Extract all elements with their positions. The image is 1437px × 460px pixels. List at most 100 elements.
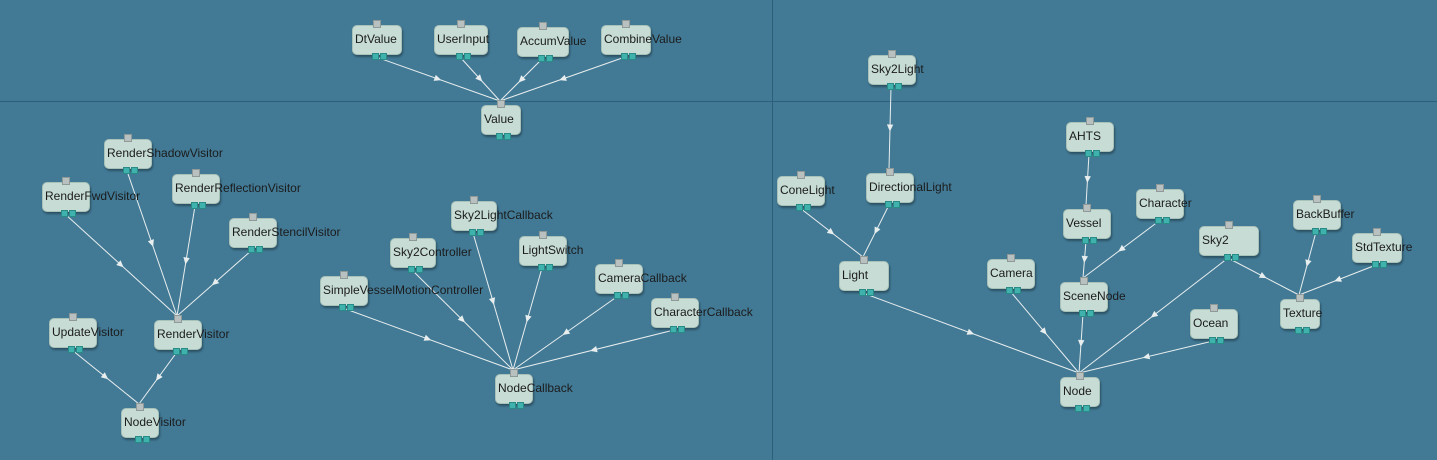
output-pin[interactable] [804, 204, 811, 211]
output-pin[interactable] [1014, 287, 1021, 294]
output-pin[interactable] [199, 202, 206, 209]
node-simple-vessel-motion-controller[interactable]: SimpleVesselMotionController [320, 271, 483, 311]
output-pin[interactable] [496, 133, 503, 140]
output-pin[interactable] [76, 346, 83, 353]
node-light[interactable]: Light [839, 256, 889, 296]
node-camera-callback[interactable]: CameraCallback [595, 259, 687, 299]
node-combine-value[interactable]: CombineValue [601, 20, 682, 60]
node-update-visitor[interactable]: UpdateVisitor [49, 313, 124, 353]
node-character-callback[interactable]: CharacterCallback [651, 293, 753, 333]
output-pin[interactable] [629, 53, 636, 60]
output-pin[interactable] [893, 201, 900, 208]
output-pin[interactable] [1079, 310, 1086, 317]
node-node[interactable]: Node [1060, 372, 1100, 412]
node-node-visitor[interactable]: NodeVisitor [121, 403, 186, 443]
node-cone-light[interactable]: ConeLight [777, 171, 835, 211]
node-value[interactable]: Value [481, 100, 521, 140]
output-pin[interactable] [339, 304, 346, 311]
output-pin[interactable] [1320, 228, 1327, 235]
output-pin[interactable] [69, 210, 76, 217]
input-pin[interactable] [1083, 204, 1091, 212]
input-pin[interactable] [249, 213, 257, 221]
output-pin[interactable] [887, 83, 894, 90]
output-pin[interactable] [61, 210, 68, 217]
output-pin[interactable] [670, 326, 677, 333]
input-pin[interactable] [1080, 277, 1088, 285]
output-pin[interactable] [1295, 327, 1302, 334]
output-pin[interactable] [1372, 261, 1379, 268]
input-pin[interactable] [797, 171, 805, 179]
node-render-fwd-visitor[interactable]: RenderFwdVisitor [42, 177, 140, 217]
node-directional-light[interactable]: DirectionalLight [866, 168, 952, 208]
output-pin[interactable] [248, 246, 255, 253]
output-pin[interactable] [1090, 237, 1097, 244]
output-pin[interactable] [1006, 287, 1013, 294]
node-texture[interactable]: Texture [1280, 294, 1322, 334]
output-pin[interactable] [347, 304, 354, 311]
output-pin[interactable] [678, 326, 685, 333]
output-pin[interactable] [135, 436, 142, 443]
output-pin[interactable] [1303, 327, 1310, 334]
output-pin[interactable] [1163, 217, 1170, 224]
input-pin[interactable] [888, 50, 896, 58]
input-pin[interactable] [174, 315, 182, 323]
output-pin[interactable] [1093, 150, 1100, 157]
input-pin[interactable] [1086, 117, 1094, 125]
output-pin[interactable] [895, 83, 902, 90]
output-pin[interactable] [372, 53, 379, 60]
output-pin[interactable] [1380, 261, 1387, 268]
output-pin[interactable] [1082, 237, 1089, 244]
node-ocean[interactable]: Ocean [1190, 304, 1238, 344]
node-character[interactable]: Character [1136, 184, 1192, 224]
output-pin[interactable] [546, 264, 553, 271]
node-sky2[interactable]: Sky2 [1199, 221, 1259, 261]
node-vessel[interactable]: Vessel [1063, 204, 1111, 244]
output-pin[interactable] [546, 55, 553, 62]
input-pin[interactable] [69, 313, 77, 321]
input-pin[interactable] [860, 256, 868, 264]
output-pin[interactable] [1087, 310, 1094, 317]
output-pin[interactable] [131, 167, 138, 174]
output-pin[interactable] [1083, 405, 1090, 412]
output-pin[interactable] [143, 436, 150, 443]
output-pin[interactable] [173, 348, 180, 355]
output-pin[interactable] [509, 402, 516, 409]
input-pin[interactable] [62, 177, 70, 185]
output-pin[interactable] [464, 53, 471, 60]
input-pin[interactable] [615, 259, 623, 267]
output-pin[interactable] [123, 167, 130, 174]
input-pin[interactable] [124, 134, 132, 142]
input-pin[interactable] [1210, 304, 1218, 312]
node-ahts[interactable]: AHTS [1066, 117, 1114, 157]
output-pin[interactable] [181, 348, 188, 355]
input-pin[interactable] [340, 271, 348, 279]
node-render-stencil-visitor[interactable]: RenderStencilVisitor [229, 213, 341, 253]
input-pin[interactable] [539, 22, 547, 30]
output-pin[interactable] [1209, 337, 1216, 344]
output-pin[interactable] [1155, 217, 1162, 224]
node-accum-value[interactable]: AccumValue [517, 22, 586, 62]
output-pin[interactable] [517, 402, 524, 409]
output-pin[interactable] [191, 202, 198, 209]
input-pin[interactable] [373, 20, 381, 28]
input-pin[interactable] [1156, 184, 1164, 192]
input-pin[interactable] [1313, 195, 1321, 203]
node-render-reflection-visitor[interactable]: RenderReflectionVisitor [172, 169, 301, 209]
input-pin[interactable] [192, 169, 200, 177]
output-pin[interactable] [380, 53, 387, 60]
node-light-switch[interactable]: LightSwitch [519, 231, 583, 271]
output-pin[interactable] [1224, 254, 1231, 261]
output-pin[interactable] [859, 289, 866, 296]
input-pin[interactable] [1076, 372, 1084, 380]
output-pin[interactable] [408, 266, 415, 273]
output-pin[interactable] [68, 346, 75, 353]
node-render-visitor[interactable]: RenderVisitor [154, 315, 229, 355]
node-sky2-controller[interactable]: Sky2Controller [390, 233, 472, 273]
output-pin[interactable] [504, 133, 511, 140]
node-sky2-light-callback[interactable]: Sky2LightCallback [451, 196, 553, 236]
input-pin[interactable] [136, 403, 144, 411]
input-pin[interactable] [1225, 221, 1233, 229]
input-pin[interactable] [622, 20, 630, 28]
input-pin[interactable] [671, 293, 679, 301]
